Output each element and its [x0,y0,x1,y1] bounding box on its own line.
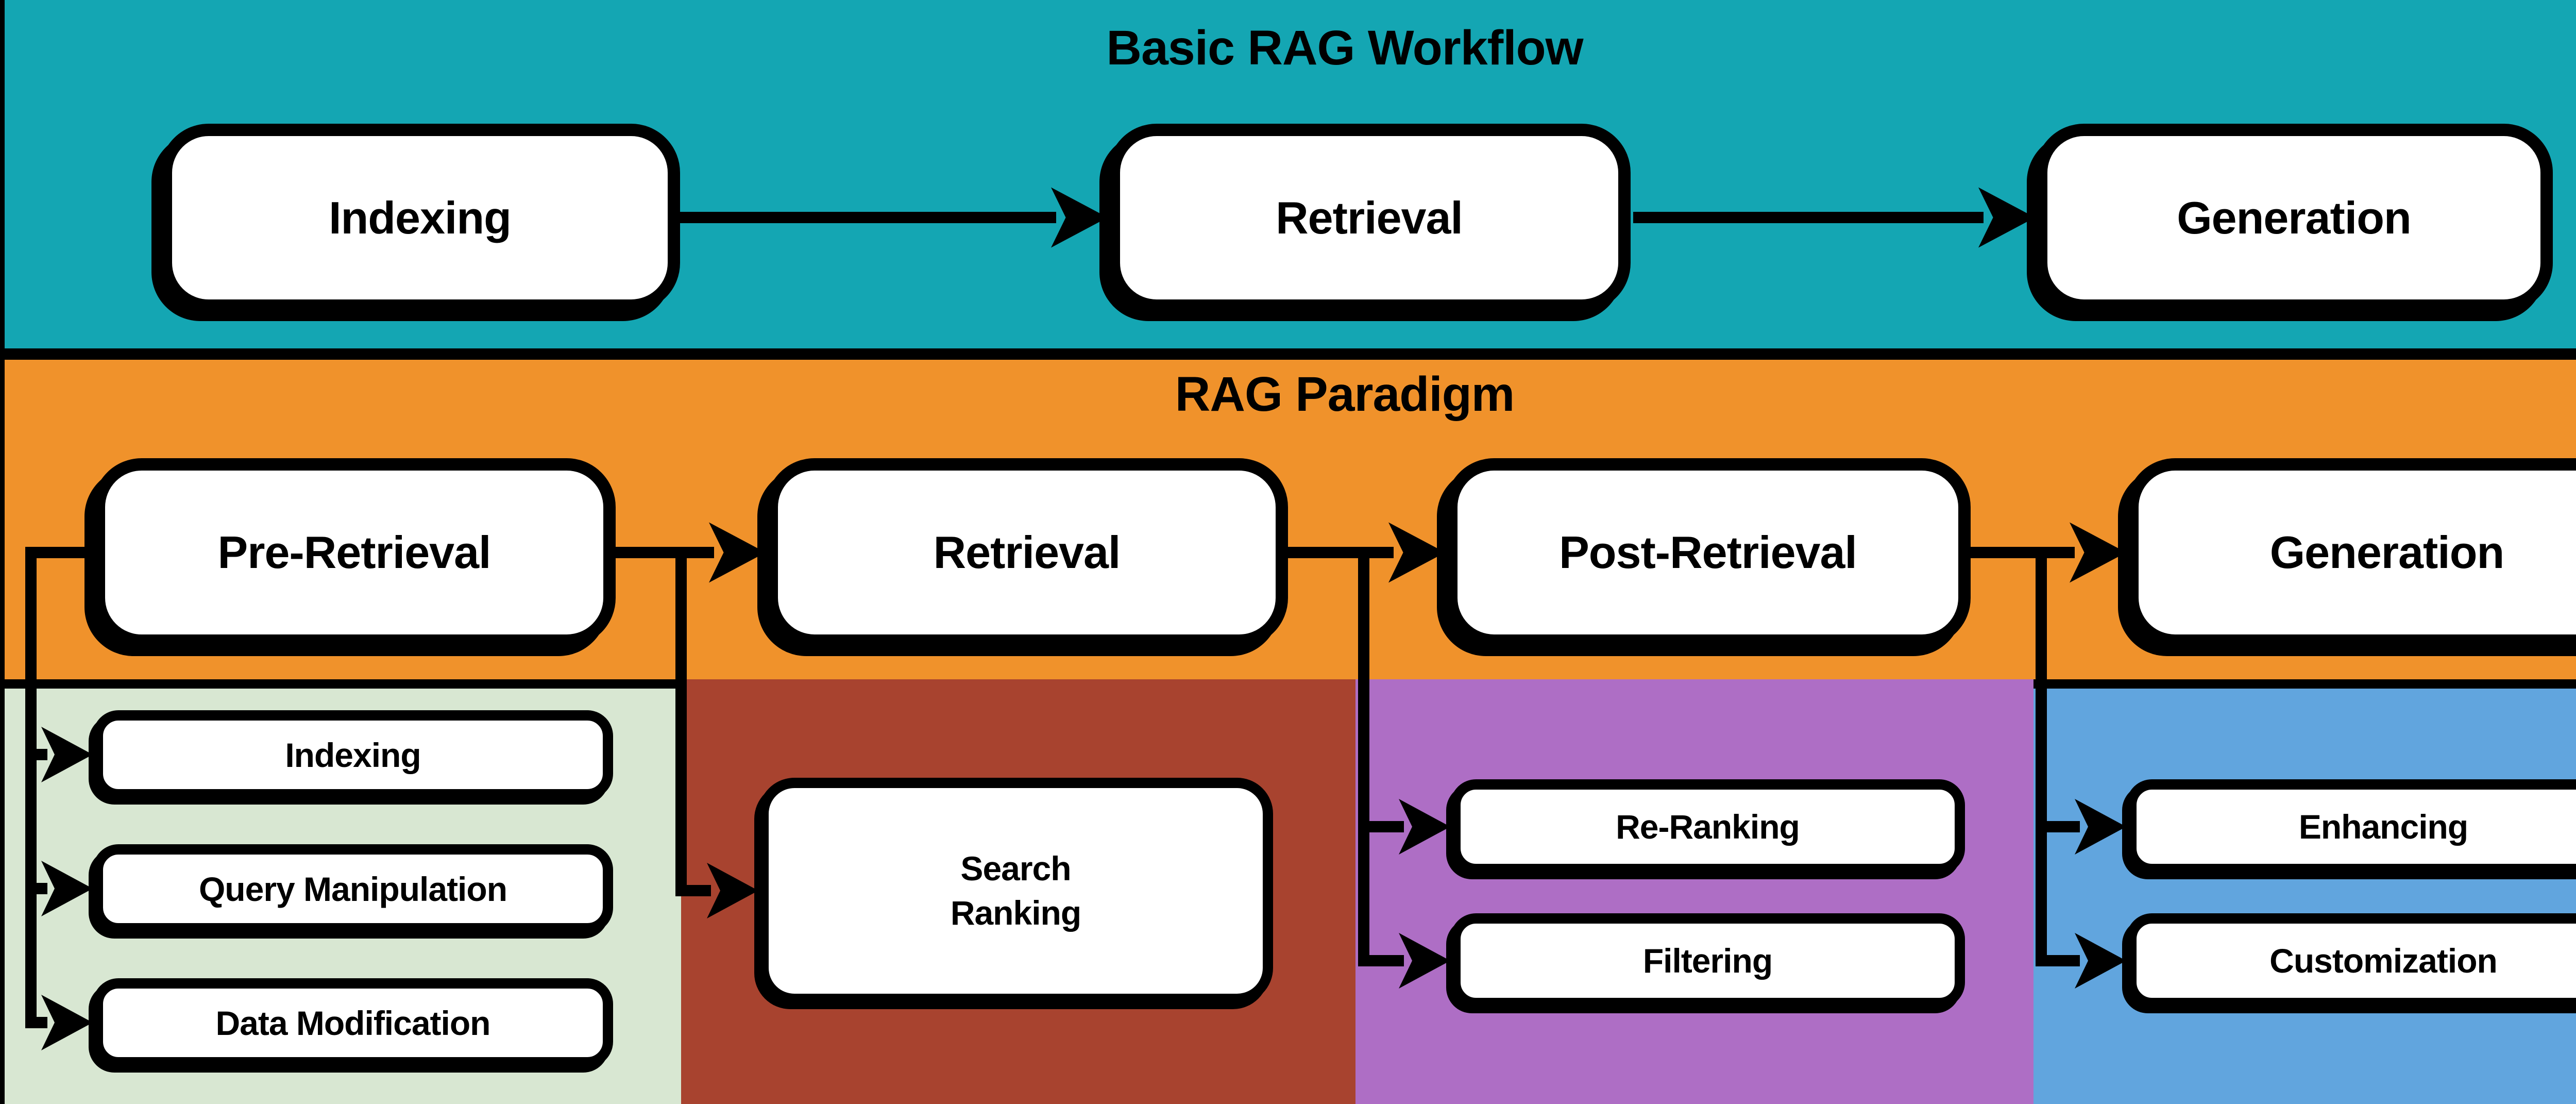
arrow-head-icon [709,522,766,583]
arrow-head-icon [1399,799,1450,855]
connector-preretrieval-retrieval [616,547,714,558]
node-basic-generation: Generation [2035,124,2553,312]
subnode-customization: Customization [2126,913,2576,1008]
arrow-head-icon [2070,522,2126,583]
arrow-head-icon [41,861,93,916]
node-label: Post-Retrieval [1559,527,1857,578]
dropline-retrieval [675,547,687,896]
node-label: Retrieval [933,527,1121,578]
subnode-label: Query Manipulation [198,869,507,908]
node-label: Retrieval [1276,192,1463,243]
node-basic-retrieval: Retrieval [1108,124,1631,312]
subnode-label: Data Modification [215,1003,490,1042]
node-label: Generation [2177,192,2412,243]
subnode-query-manipulation: Query Manipulation [93,844,613,933]
node-basic-indexing: Indexing [160,124,680,312]
connector-retrieval-generation [1633,212,1984,223]
subnode-search-ranking: Search Ranking [758,778,1273,1004]
subnode-label: Filtering [1642,942,1773,980]
branch-search-ranking [675,885,711,896]
rag-paradigm-title: RAG Paradigm [1175,367,1515,422]
dropline-pre-retrieval [25,547,37,1028]
node-label: Generation [2269,527,2505,578]
arrow-head-icon [41,995,93,1050]
connector-preretrieval-stub [25,547,93,558]
arrow-head-icon [1388,522,1445,583]
generation-section [2033,679,2576,1104]
subnode-label: Indexing [285,735,421,774]
arrow-head-icon [1399,933,1450,989]
branch-enhancing [2036,821,2080,832]
subnode-label: Re-Ranking [1616,808,1800,846]
subnode-re-ranking: Re-Ranking [1450,779,1965,874]
arrow-head-icon [1978,187,2035,248]
arrow-head-icon [2075,933,2126,989]
node-pre-retrieval: Pre-Retrieval [93,458,616,647]
node-retrieval: Retrieval [766,458,1288,647]
blue-section-topline [2033,679,2576,689]
connector-postretrieval-generation [1971,547,2075,558]
connector-indexing-retrieval [680,212,1056,223]
arrow-head-icon [41,727,93,782]
node-post-retrieval: Post-Retrieval [1445,458,1971,647]
band-divider [0,348,2576,360]
branch-query-manipulation [25,883,47,894]
branch-customization [2036,955,2080,966]
left-edge-border [0,0,5,1104]
dropline-post-retrieval [1358,547,1369,966]
subnode-label: Search Ranking [950,849,1081,932]
node-generation: Generation [2126,458,2576,647]
arrow-head-icon [707,863,758,918]
connector-retrieval-postretrieval [1288,547,1394,558]
subnode-data-modification: Data Modification [93,978,613,1067]
subnode-filtering: Filtering [1450,913,1965,1008]
node-label: Indexing [329,192,512,243]
subnode-indexing: Indexing [93,710,613,799]
arrow-head-icon [2075,799,2126,855]
arrow-head-icon [1051,187,1108,248]
branch-indexing [25,749,47,760]
branch-data-modification [25,1017,47,1028]
branch-re-ranking [1358,821,1404,832]
node-label: Pre-Retrieval [217,527,492,578]
subnode-label: Enhancing [2298,808,2468,846]
dropline-generation [2036,547,2047,966]
post-retrieval-section [1355,679,2033,1104]
subnode-enhancing: Enhancing [2126,779,2576,874]
subnode-label: Customization [2269,942,2498,980]
branch-filtering [1358,955,1404,966]
green-section-topline [0,679,681,689]
basic-workflow-title: Basic RAG Workflow [1106,21,1583,75]
